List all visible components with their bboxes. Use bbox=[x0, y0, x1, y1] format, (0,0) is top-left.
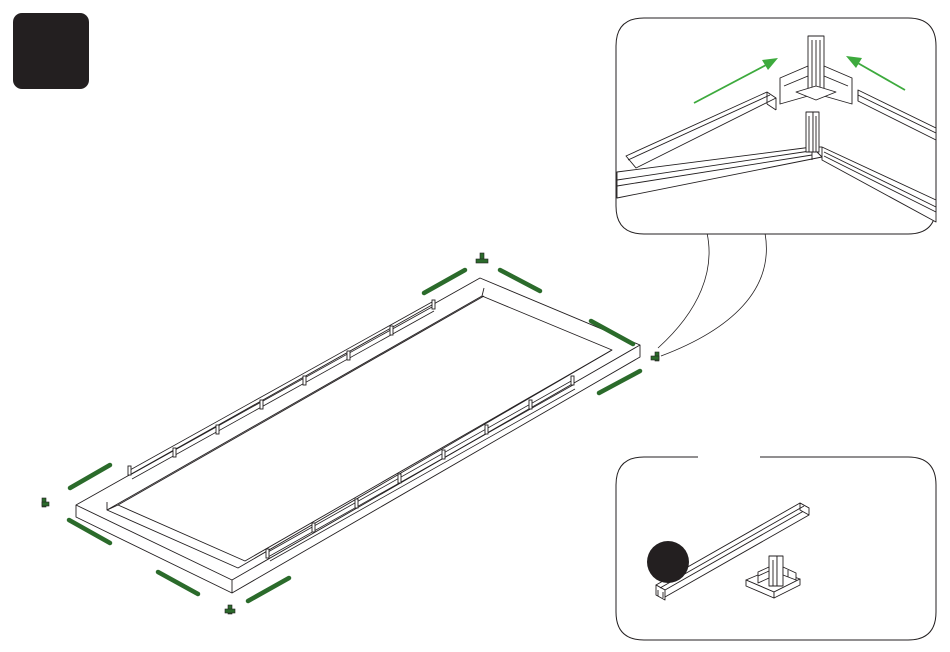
connector-left bbox=[42, 498, 49, 507]
rail-top-right bbox=[500, 270, 540, 291]
parts-box bbox=[616, 457, 936, 640]
connector-top bbox=[476, 253, 488, 263]
rectangular-frame bbox=[76, 278, 640, 593]
rail-bottom-right bbox=[248, 578, 289, 601]
frame-inner-edge bbox=[107, 296, 612, 568]
rail-left-upper bbox=[70, 465, 110, 488]
rail-bottom-left bbox=[158, 572, 198, 594]
callout-leader bbox=[658, 233, 766, 356]
connector-right bbox=[651, 352, 659, 361]
connector-bottom bbox=[225, 605, 235, 614]
parts-corner-connector bbox=[746, 556, 800, 598]
quantity-dot bbox=[647, 541, 689, 583]
rail-right-lower bbox=[599, 371, 640, 393]
detail-corner-box bbox=[616, 18, 936, 234]
